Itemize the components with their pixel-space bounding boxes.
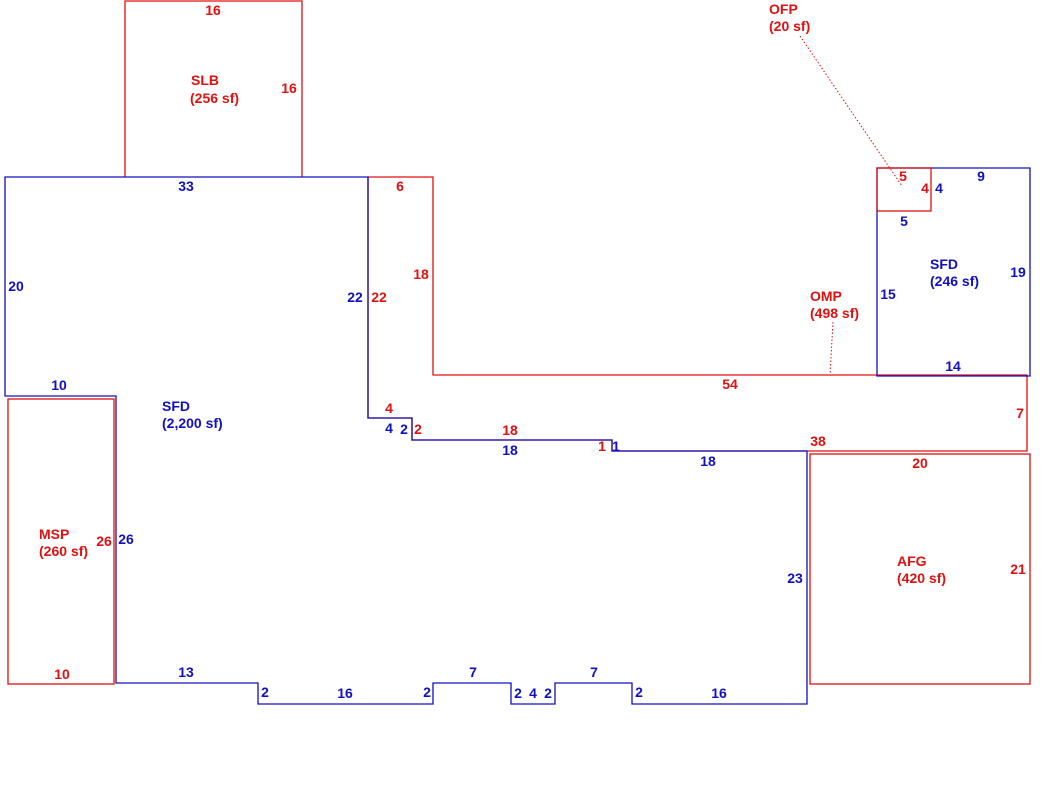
sfd-main-dim-10: 10 (51, 377, 67, 393)
omp-dim-22: 22 (371, 289, 387, 305)
ofp-area: (20 sf) (769, 18, 810, 34)
msp-area: (260 sf) (39, 543, 88, 559)
sfd-main-dim-4b: 4 (529, 685, 537, 701)
sfd-main-code: SFD (162, 398, 190, 414)
sfd-main-dim-20: 20 (8, 278, 24, 294)
sfd-small-dim-14: 14 (945, 358, 961, 374)
sfd-main-dim-2c: 2 (514, 685, 522, 701)
afg-code: AFG (897, 553, 927, 569)
afg-dim-20: 20 (912, 455, 928, 471)
omp-code: OMP (810, 288, 842, 304)
sfd-small-dim-4: 4 (935, 180, 943, 196)
omp-dim-18: 18 (413, 266, 429, 282)
sfd-main-dim-2d: 2 (423, 684, 431, 700)
msp-dim-10: 10 (54, 666, 70, 682)
sfd-main-dim-2: 2 (400, 421, 408, 437)
afg-area: (420 sf) (897, 570, 946, 586)
omp-dim-38: 38 (810, 433, 826, 449)
area-msp: MSP (260 sf) 26 10 (7, 398, 115, 685)
sfd-small-dim-5: 5 (900, 213, 908, 229)
msp-dim-26: 26 (96, 533, 112, 549)
sfd-small-outline (876, 167, 1031, 377)
sfd-main-dim-13: 13 (178, 664, 194, 680)
sfd-main-dim-18a: 18 (502, 442, 518, 458)
sfd-main-dim-22: 22 (347, 289, 363, 305)
afg-dim-21: 21 (1010, 561, 1026, 577)
omp-dim-4: 4 (385, 400, 393, 416)
ofp-dim-4: 4 (921, 180, 929, 196)
area-ofp: OFP (20 sf) 5 4 (769, 1, 932, 212)
omp-dim-1: 1 (598, 438, 606, 454)
sfd-main-dim-1: 1 (612, 438, 620, 454)
omp-dim-2: 2 (414, 421, 422, 437)
sfd-small-code: SFD (930, 256, 958, 272)
omp-dim-54: 54 (722, 376, 738, 392)
omp-dim-6: 6 (396, 178, 404, 194)
sfd-main-dim-2e: 2 (261, 684, 269, 700)
msp-code: MSP (39, 526, 69, 542)
area-afg: AFG (420 sf) 20 21 (809, 453, 1031, 685)
area-omp: OMP (498 sf) 6 18 22 4 2 18 1 54 7 38 (367, 176, 1028, 454)
area-slb: SLB (256 sf) 16 16 (124, 0, 303, 177)
msp-outline (7, 398, 115, 685)
sfd-main-dim-7a: 7 (590, 664, 598, 680)
sfd-main-dim-2a: 2 (635, 684, 643, 700)
omp-leader (829, 321, 834, 376)
sfd-main-dim-23: 23 (787, 570, 803, 586)
sfd-main-outline (4, 176, 808, 705)
area-sfd-main: SFD (2,200 sf) 33 20 10 22 4 2 18 1 18 2… (4, 176, 808, 705)
sfd-main-dim-26: 26 (118, 531, 134, 547)
sfd-main-dim-2b: 2 (544, 685, 552, 701)
sfd-main-dim-4: 4 (385, 420, 393, 436)
sfd-main-dim-18b: 18 (700, 453, 716, 469)
ofp-outline (876, 167, 932, 212)
omp-dim-18b: 18 (502, 422, 518, 438)
ofp-leader (799, 35, 903, 187)
slb-dim-top: 16 (205, 2, 221, 18)
omp-area: (498 sf) (810, 305, 859, 321)
sfd-small-dim-19: 19 (1010, 264, 1026, 280)
sfd-small-dim-15: 15 (880, 286, 896, 302)
omp-dim-7: 7 (1016, 405, 1024, 421)
sfd-main-area: (2,200 sf) (162, 415, 223, 431)
sfd-main-dim-7b: 7 (469, 664, 477, 680)
afg-outline (809, 453, 1031, 685)
slb-dim-right: 16 (281, 80, 297, 96)
slb-code: SLB (191, 72, 219, 88)
sfd-main-dim-33: 33 (178, 178, 194, 194)
sfd-main-dim-16a: 16 (711, 685, 727, 701)
area-sfd-small: SFD (246 sf) 9 4 5 15 19 14 (876, 167, 1031, 377)
slb-area: (256 sf) (190, 90, 239, 106)
ofp-code: OFP (769, 1, 798, 17)
sfd-main-dim-16b: 16 (337, 685, 353, 701)
slb-outline (124, 0, 303, 177)
sfd-small-dim-9: 9 (977, 168, 985, 184)
sfd-small-area: (246 sf) (930, 273, 979, 289)
ofp-dim-5: 5 (899, 168, 907, 184)
omp-outline (367, 176, 1028, 452)
